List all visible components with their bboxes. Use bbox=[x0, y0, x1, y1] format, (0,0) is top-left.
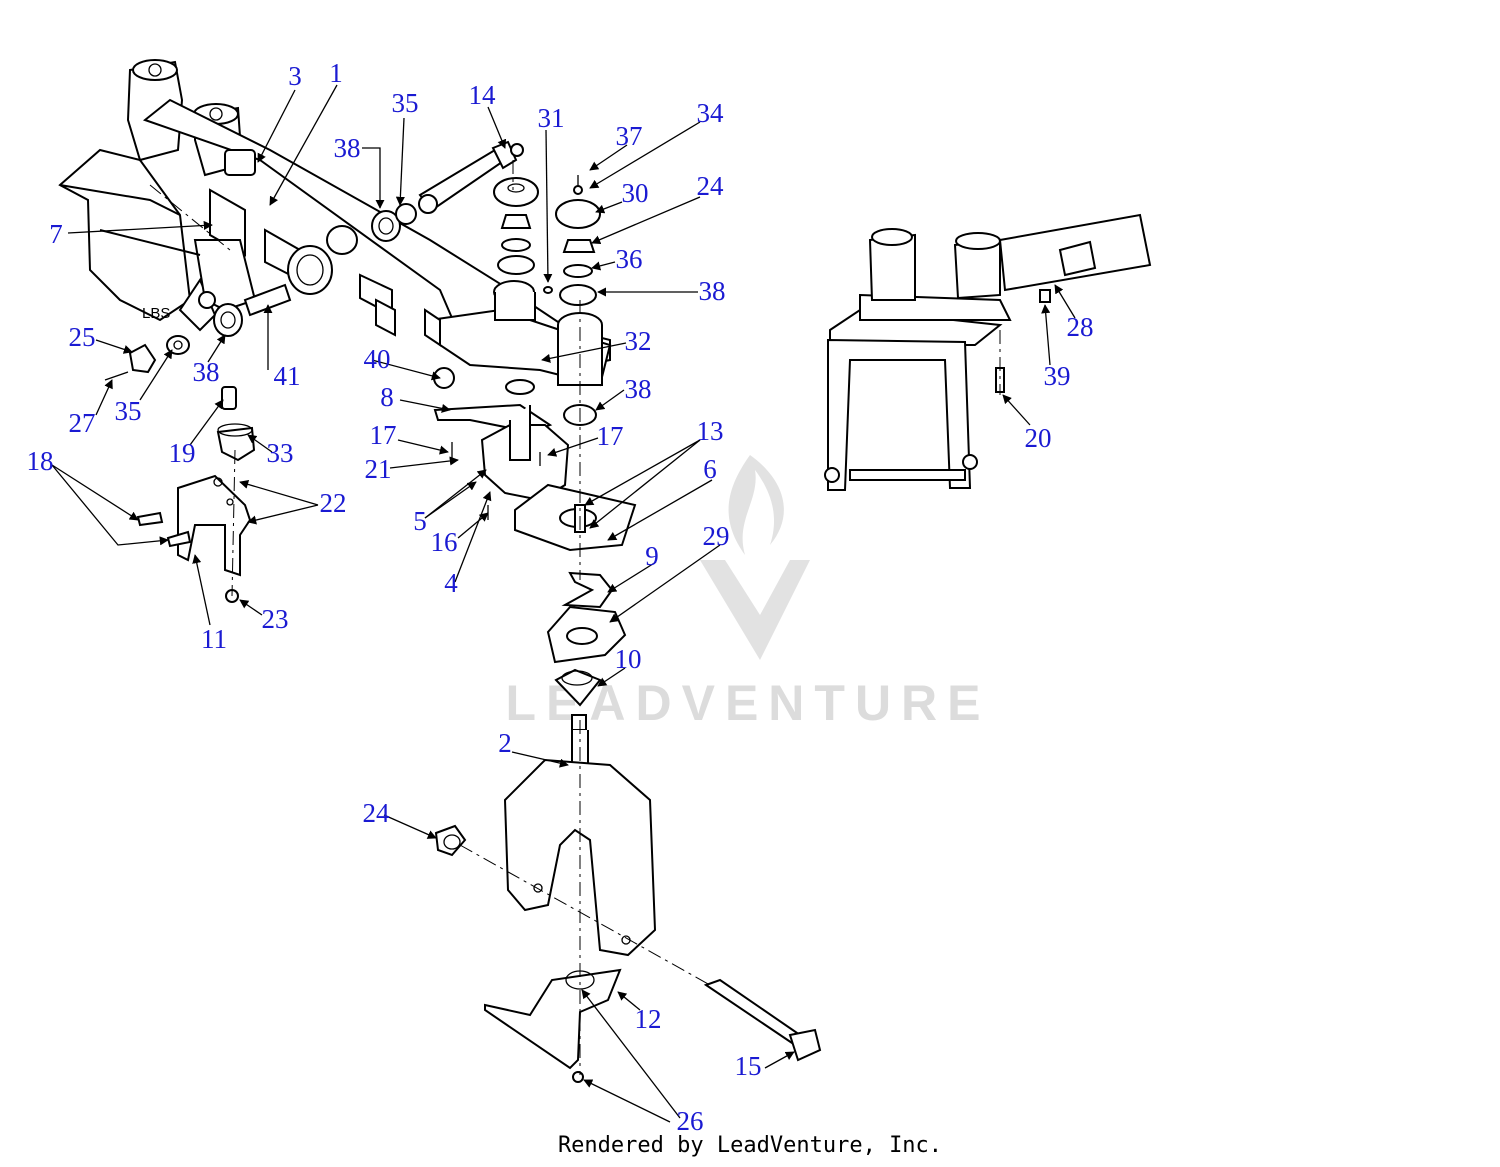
callout-21: 21 bbox=[365, 454, 392, 484]
callout-24-top: 24 bbox=[697, 171, 725, 201]
callout-23: 23 bbox=[262, 604, 289, 634]
callout-12: 12 bbox=[635, 1004, 662, 1034]
callout-17-left: 17 bbox=[370, 420, 397, 450]
callout-40: 40 bbox=[364, 344, 391, 374]
callout-13: 13 bbox=[697, 416, 724, 446]
lbs-stamp-text: LBS bbox=[142, 305, 170, 322]
callout-38-top-left: 38 bbox=[334, 133, 361, 163]
callout-25: 25 bbox=[69, 322, 96, 352]
leadventure-watermark-logo bbox=[700, 455, 810, 660]
callout-37: 37 bbox=[616, 121, 643, 151]
callout-6: 6 bbox=[703, 454, 717, 484]
callout-4: 4 bbox=[444, 568, 458, 598]
callout-32: 32 bbox=[625, 326, 652, 356]
callout-20: 20 bbox=[1025, 423, 1052, 453]
callout-19: 19 bbox=[169, 438, 196, 468]
callout-31: 31 bbox=[538, 103, 565, 133]
callout-36: 36 bbox=[616, 244, 643, 274]
callout-30: 30 bbox=[622, 178, 649, 208]
center-steering-parts bbox=[371, 140, 822, 1083]
callout-38-left: 38 bbox=[193, 357, 220, 387]
callout-7: 7 bbox=[49, 219, 63, 249]
callout-33: 33 bbox=[267, 438, 294, 468]
callout-5: 5 bbox=[413, 506, 427, 536]
callout-28: 28 bbox=[1067, 312, 1094, 342]
left-small-parts bbox=[104, 283, 292, 603]
callout-35-left: 35 bbox=[115, 396, 142, 426]
callout-35-top: 35 bbox=[392, 88, 419, 118]
callout-numbers: 1 2 3 4 5 6 7 8 9 10 11 12 13 14 15 16 1… bbox=[27, 58, 1094, 1136]
callout-38-lower-right: 38 bbox=[625, 374, 652, 404]
callout-18: 18 bbox=[27, 446, 54, 476]
callout-2: 2 bbox=[498, 728, 512, 758]
callout-34: 34 bbox=[697, 98, 725, 128]
callout-15: 15 bbox=[735, 1051, 762, 1081]
callout-27: 27 bbox=[69, 408, 96, 438]
callout-41: 41 bbox=[274, 361, 301, 391]
right-view-assembly bbox=[824, 213, 1152, 491]
footer-credit: Rendered by LeadVenture, Inc. bbox=[557, 1133, 943, 1158]
leader-lines bbox=[51, 84, 1076, 1123]
callout-29: 29 bbox=[703, 521, 730, 551]
callout-39: 39 bbox=[1044, 361, 1071, 391]
callout-22: 22 bbox=[320, 488, 347, 518]
callout-26: 26 bbox=[677, 1106, 704, 1136]
callout-14: 14 bbox=[469, 80, 497, 110]
callout-11: 11 bbox=[201, 624, 227, 654]
callout-24-bottom: 24 bbox=[363, 798, 391, 828]
callout-10: 10 bbox=[615, 644, 642, 674]
callout-38-right: 38 bbox=[699, 276, 726, 306]
callout-8: 8 bbox=[380, 382, 394, 412]
callout-9: 9 bbox=[645, 541, 659, 571]
callout-1: 1 bbox=[329, 58, 343, 88]
callout-16: 16 bbox=[431, 527, 458, 557]
callout-17-right: 17 bbox=[597, 421, 624, 451]
callout-3: 3 bbox=[288, 61, 302, 91]
